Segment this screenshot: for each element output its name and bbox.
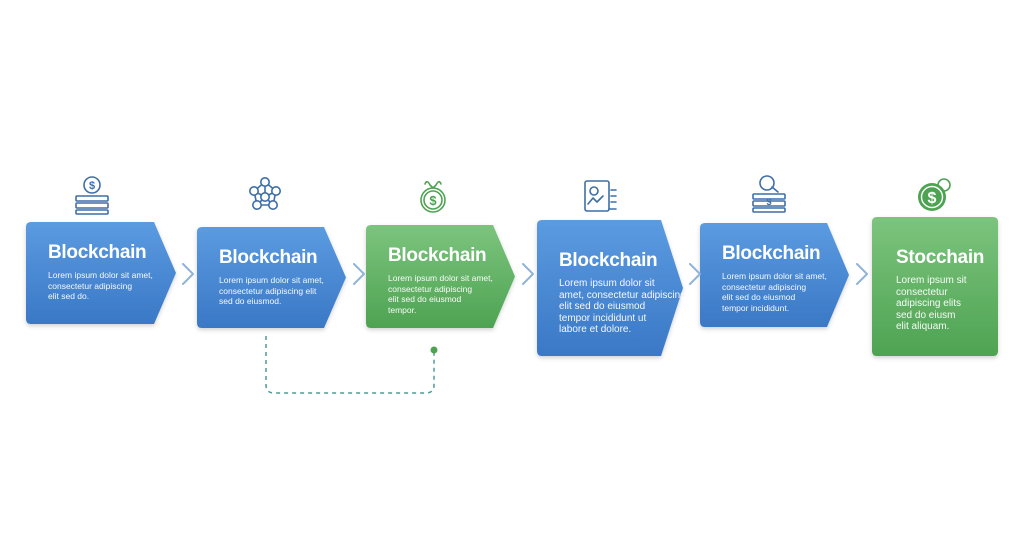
connector-dot bbox=[430, 346, 438, 354]
step-description-line: elit sed do eiusmod bbox=[559, 301, 646, 312]
search-coins-icon: $ bbox=[752, 175, 786, 213]
chevron-right-icon bbox=[182, 263, 194, 285]
chevron-right-icon bbox=[353, 263, 365, 285]
step-description-line: Lorem ipsum dolor sit amet, bbox=[388, 273, 493, 283]
step-description-line: sed do eiusmod. bbox=[219, 296, 282, 306]
step-description-line: sed do eiusm bbox=[896, 309, 956, 321]
step-title: Blockchain bbox=[388, 245, 487, 266]
step-title: Blockchain bbox=[722, 243, 821, 264]
svg-text:$: $ bbox=[429, 193, 437, 208]
step-description-line: consectetur adipiscing bbox=[722, 281, 807, 292]
coin-stack-icon: $ bbox=[75, 176, 109, 215]
step-description-line: tempor. bbox=[388, 304, 417, 315]
step-description-line: consectetur adipiscing bbox=[388, 283, 473, 294]
chevron-right-icon bbox=[689, 263, 701, 285]
svg-text:$: $ bbox=[89, 180, 95, 192]
step-description-line: elit aliquam. bbox=[896, 321, 950, 332]
step-description-line: adipiscing elits bbox=[896, 298, 962, 309]
step-description-line: consectetur adipiscing bbox=[48, 280, 133, 291]
step-description-line: Lorem ipsum dolor sit bbox=[559, 278, 655, 289]
step-box bbox=[537, 220, 683, 356]
step-description-line: elit sed do eiusmod bbox=[388, 294, 462, 304]
step-description-line: elit sed do. bbox=[48, 291, 90, 301]
step-description-line: Lorem ipsum dolor sit amet, bbox=[48, 270, 153, 280]
step-box bbox=[197, 227, 346, 328]
step-description-line: elit sed do eiusmod bbox=[722, 292, 796, 302]
dollar-coin-icon: $ bbox=[420, 180, 446, 213]
step-description-line: consectetur adipiscing elit bbox=[219, 285, 317, 296]
chevron-right-icon bbox=[856, 263, 868, 285]
network-nodes-icon bbox=[249, 177, 281, 210]
svg-text:$: $ bbox=[928, 190, 937, 207]
step-box bbox=[700, 223, 849, 327]
step-description-line: Lorem ipsum dolor sit amet, bbox=[219, 275, 324, 285]
step-description-line: tempor incididunt. bbox=[722, 302, 790, 313]
step-title: Blockchain bbox=[559, 250, 658, 271]
step-title: Stocchain bbox=[896, 247, 985, 268]
step-title: Blockchain bbox=[48, 242, 147, 263]
step-description-line: consectetur bbox=[896, 286, 948, 298]
step-description-line: amet, consectetur adipiscing bbox=[559, 289, 686, 301]
step-box bbox=[366, 225, 515, 328]
document-chart-icon bbox=[584, 180, 617, 212]
step-box bbox=[872, 217, 998, 356]
step-title: Blockchain bbox=[219, 247, 318, 268]
svg-text:$: $ bbox=[766, 197, 771, 207]
money-coin-icon: $ bbox=[918, 178, 951, 211]
step-description-line: Lorem ipsum sit bbox=[896, 275, 967, 286]
step-box bbox=[26, 222, 176, 324]
chevron-right-icon bbox=[522, 263, 534, 285]
step-description-line: labore et dolore. bbox=[559, 324, 632, 335]
dashed-connector-line bbox=[265, 336, 435, 394]
step-description-line: Lorem ipsum dolor sit amet, bbox=[722, 271, 827, 281]
step-description-line: tempor incididunt ut bbox=[559, 312, 647, 324]
